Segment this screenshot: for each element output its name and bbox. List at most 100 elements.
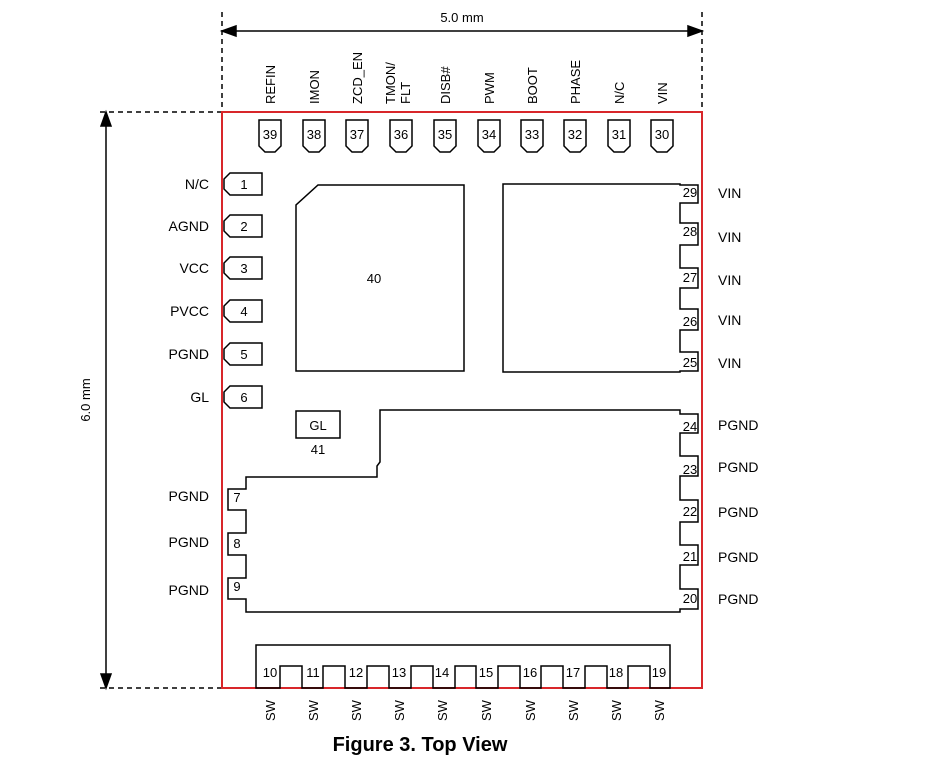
pad-41-label: 41 [311,442,325,457]
pin-number: 1 [240,177,247,192]
left-pin-3: 3 VCC [179,256,263,280]
pad-41-name: GL [309,418,326,433]
pin-number: 12 [349,665,363,680]
top-pin-32: 32 PHASE [563,60,587,153]
pgnd-pad [227,409,699,613]
pin-name: PGND [169,534,209,550]
pin-number: 37 [350,127,364,142]
left-pin-8: 8 PGND [169,534,241,551]
pin-number: 31 [612,127,626,142]
pin-pad [223,256,263,280]
pin-name: SW [435,699,450,721]
pin-number: 8 [233,536,240,551]
top-pin-31: 31 N/C [607,82,631,153]
right-pin-29: 29 VIN [683,185,742,201]
pin-number: 2 [240,219,247,234]
pin-number: 29 [683,185,697,200]
height-label: 6.0 mm [78,378,93,421]
pin-number: 24 [683,419,697,434]
pin-name: IMON [307,70,322,104]
pin-name: SW [652,699,667,721]
pin-name: SW [306,699,321,721]
top-pins: 39REFIN38IMON37ZCD_EN36TMON/FLT35DISB#34… [258,52,674,153]
pin-name: VCC [179,260,209,276]
pin-name: N/C [612,82,627,104]
right-pin-26: 26 VIN [683,312,742,329]
pin-name: PGND [718,591,758,607]
pin-name: PGND [169,488,209,504]
pin-number: 21 [683,549,697,564]
pin-number: 13 [392,665,406,680]
pin-number: 28 [683,224,697,239]
pin-number: 3 [240,261,247,276]
pin-number: 9 [233,579,240,594]
pin-number: 30 [655,127,669,142]
pin-name: PVCC [170,303,209,319]
pin-name: N/C [185,176,209,192]
left-pin-6: 6 GL [190,385,263,409]
pin-name: SW [349,699,364,721]
pin-number: 27 [683,270,697,285]
pin-number: 26 [683,314,697,329]
pin-pad [345,119,369,153]
pin-number: 15 [479,665,493,680]
pin-name: PGND [169,582,209,598]
pad-40 [295,184,465,372]
pin-pad [223,299,263,323]
pin-number: 32 [568,127,582,142]
pin-name: ZCD_EN [350,52,365,104]
pin-name: VIN [718,185,741,201]
pin-name: VIN [718,229,741,245]
pin-number: 19 [652,665,666,680]
pin-pad [223,214,263,238]
pin-name: PHASE [568,60,583,104]
pin-number: 23 [683,462,697,477]
pin-pad [607,119,631,153]
pin-name: VIN [718,355,741,371]
pad-41 [295,410,341,439]
pin-name: VIN [718,312,741,328]
left-pin-9: 9 PGND [169,579,241,598]
pin-number: 10 [263,665,277,680]
pin-name: SW [263,699,278,721]
pin-name: PGND [718,549,758,565]
pin-number: 11 [306,665,320,680]
width-dimension [219,12,705,110]
width-label: 5.0 mm [440,10,483,25]
right-pin-20: 20 PGND [683,591,759,607]
pin-pad [563,119,587,153]
pin-name: TMON/ [383,62,398,104]
pin-pad [389,119,413,153]
pin-number: 6 [240,390,247,405]
vin-pad [502,183,699,373]
pin-name: VIN [655,82,670,104]
pin-name: REFIN [263,65,278,104]
height-dimension [99,109,222,691]
right-pin-28: 28 VIN [683,224,742,245]
figure-caption: Figure 3. Top View [332,734,508,756]
pin-name: GL [190,389,209,405]
pin-name: DISB# [438,66,453,104]
pin-name: VIN [718,272,741,288]
pin-name: BOOT [525,67,540,104]
right-pin-21: 21 PGND [683,549,759,565]
pin-name: PGND [169,346,209,362]
pin-name: SW [566,699,581,721]
pin-number: 20 [683,591,697,606]
pin-pad [223,342,263,366]
